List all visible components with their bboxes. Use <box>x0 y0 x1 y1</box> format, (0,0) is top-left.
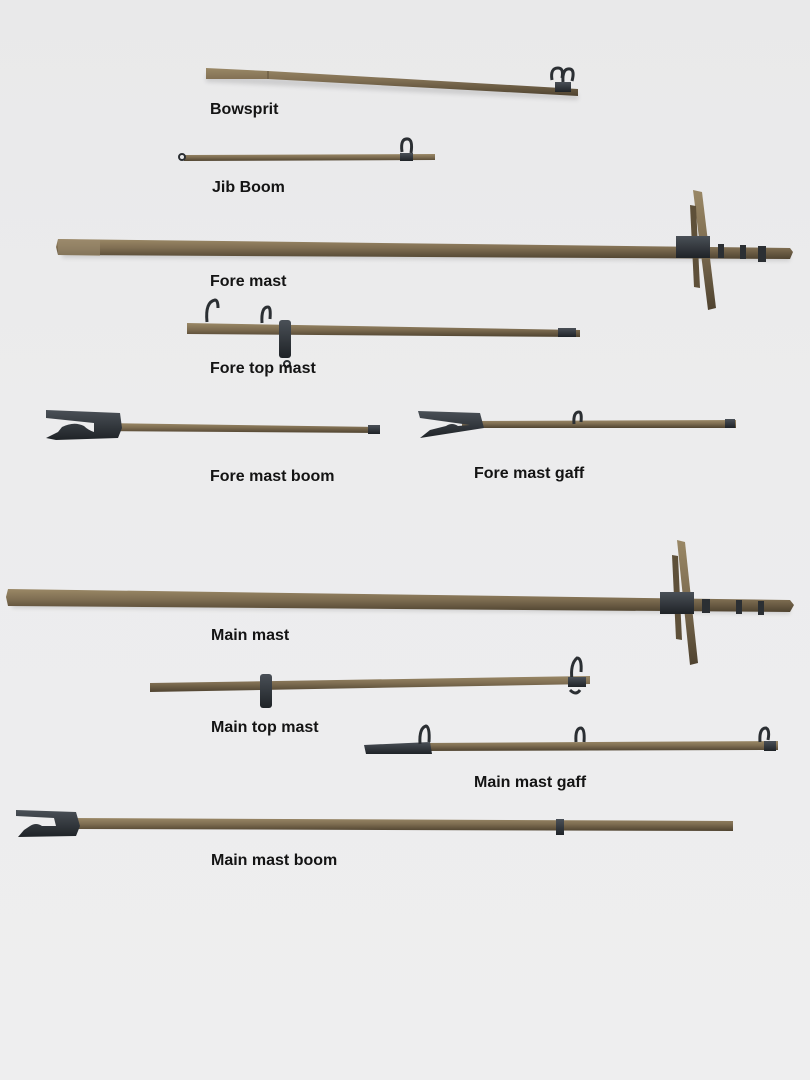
fore-mast-gaff-spar <box>418 410 736 438</box>
fore-mast-boom-label: Fore mast boom <box>210 468 335 485</box>
main-mast-gaff-label: Main mast gaff <box>474 774 587 791</box>
main-mast-label: Main mast <box>211 627 290 644</box>
jib-boom-label: Jib Boom <box>212 179 285 196</box>
jib-boom-spar <box>178 137 435 161</box>
bowsprit-label: Bowsprit <box>210 101 279 118</box>
main-top-mast-label: Main top mast <box>211 719 319 736</box>
main-mast-spar <box>6 540 794 665</box>
fore-mast-spar <box>56 190 793 310</box>
bowsprit-spar <box>206 66 578 100</box>
main-top-mast-spar <box>150 656 590 708</box>
main-mast-boom-label: Main mast boom <box>211 852 338 869</box>
main-mast-gaff-spar <box>364 724 778 754</box>
main-mast-boom-spar <box>16 810 733 837</box>
fore-mast-boom-spar <box>46 410 380 440</box>
fore-top-mast-label: Fore top mast <box>210 360 316 377</box>
fore-mast-gaff-label: Fore mast gaff <box>474 465 585 482</box>
fore-top-mast-spar <box>187 298 580 368</box>
fore-mast-label: Fore mast <box>210 273 287 290</box>
